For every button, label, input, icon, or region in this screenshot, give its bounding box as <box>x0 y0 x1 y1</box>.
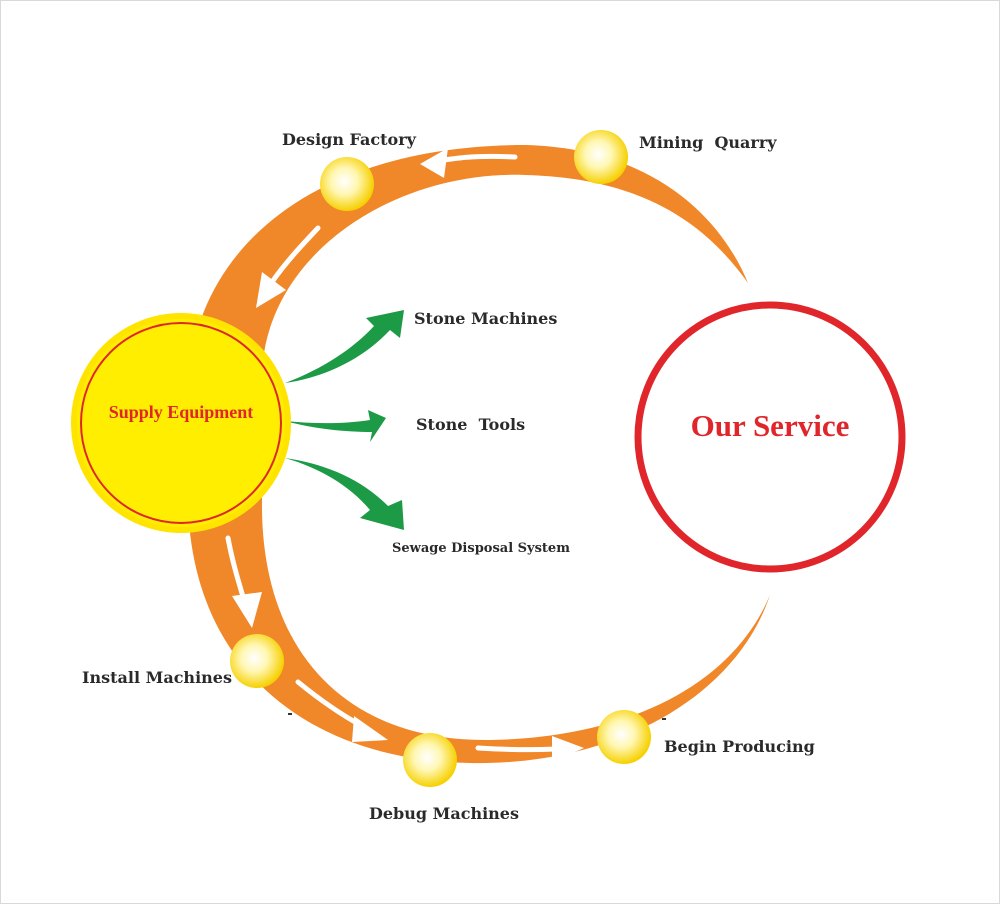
supply-equipment-sun <box>71 313 291 533</box>
branch-arrows <box>285 310 404 530</box>
branch-arrow-sewage <box>285 458 404 530</box>
small-mark <box>662 718 666 720</box>
flow-arrow-left-lower <box>225 535 247 603</box>
supply-equipment-ring <box>80 322 282 524</box>
label-debug-machines: Debug Machines <box>369 804 519 823</box>
flow-arrowhead-left-upper <box>256 272 286 308</box>
label-mining-quarry: Mining Quarry <box>639 133 777 152</box>
label-our-service: Our Service <box>690 408 850 443</box>
label-stone-machines: Stone Machines <box>414 309 558 328</box>
flow-arrowhead-bottom-left <box>352 716 388 742</box>
flow-arrowhead-left-lower <box>232 592 262 628</box>
label-install-machines: Install Machines <box>82 668 232 687</box>
small-mark <box>288 713 292 715</box>
flow-arrows <box>225 148 584 762</box>
node-mining-quarry <box>574 130 628 184</box>
label-sewage-disposal: Sewage Disposal System <box>392 541 570 556</box>
flow-arrowhead-bottom <box>552 736 584 762</box>
node-debug-machines <box>403 733 457 787</box>
flow-arrowhead-top <box>420 148 448 178</box>
node-begin-producing <box>597 710 651 764</box>
label-begin-producing: Begin Producing <box>664 737 815 756</box>
label-design-factory: Design Factory <box>282 130 416 149</box>
label-supply-equipment: Supply Equipment <box>108 402 254 422</box>
our-service-ring <box>634 301 906 573</box>
flow-arrow-bottom <box>475 745 559 753</box>
label-stone-tools: Stone Tools <box>416 415 526 434</box>
branch-arrow-stone-machines <box>285 310 404 383</box>
node-design-factory <box>320 157 374 211</box>
flow-arrow-left-upper <box>269 225 321 285</box>
branch-arrow-stone-tools <box>285 410 386 442</box>
node-install-machines <box>230 634 284 688</box>
